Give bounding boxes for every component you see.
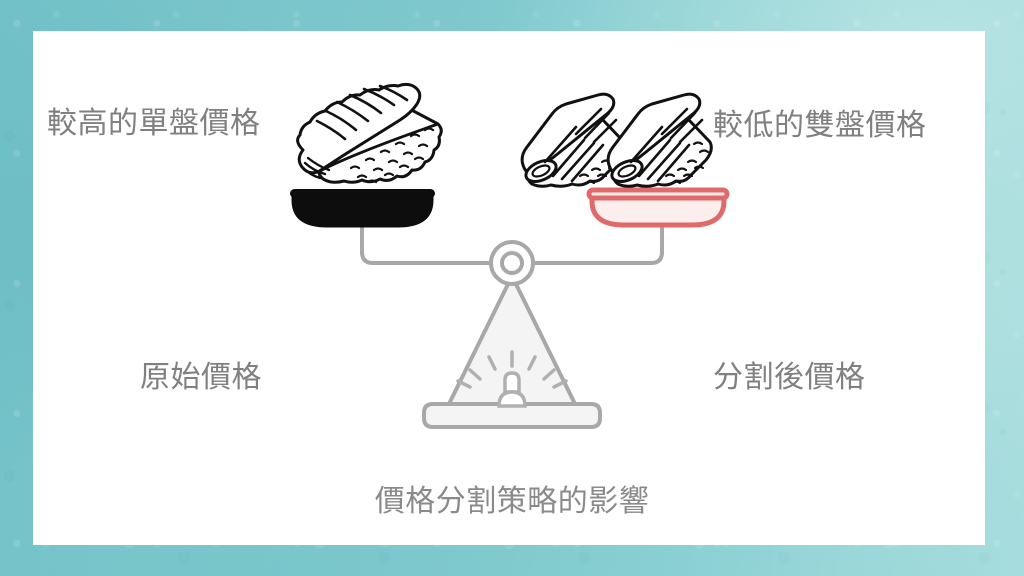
label-lower-double-plate-price: 較低的雙盤價格 [713, 108, 927, 143]
caption-price-split-strategy-impact: 價格分割策略的影響 [374, 484, 650, 519]
label-split-price: 分割後價格 [713, 360, 866, 395]
label-original-price: 原始價格 [140, 360, 262, 395]
label-higher-single-plate-price: 較高的單盤價格 [47, 106, 261, 141]
